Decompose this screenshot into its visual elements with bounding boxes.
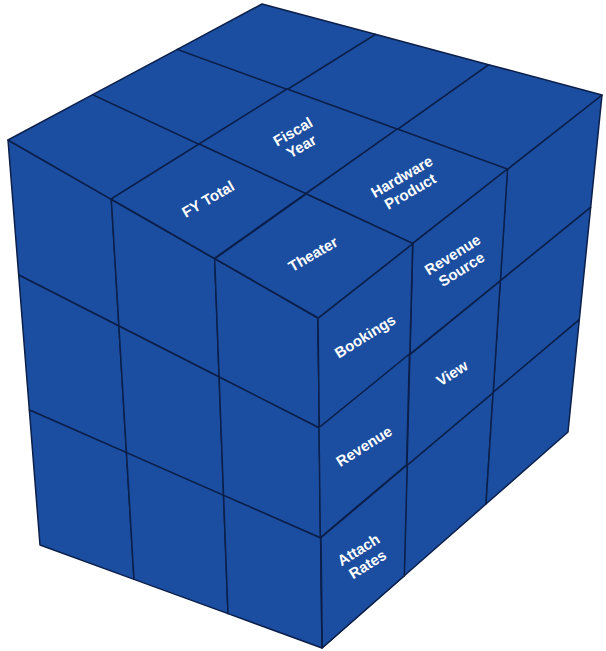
cube-facelet — [486, 320, 579, 504]
cube-facelet — [177, 4, 375, 89]
cube-facelet — [224, 495, 322, 648]
cube-facelet-label-box: Attach Rates — [321, 465, 407, 648]
cube-facelet-label-box: View — [407, 281, 500, 465]
cube-facelet — [29, 410, 134, 579]
facelet-polygon — [321, 465, 407, 648]
cube-facelet — [126, 453, 228, 614]
